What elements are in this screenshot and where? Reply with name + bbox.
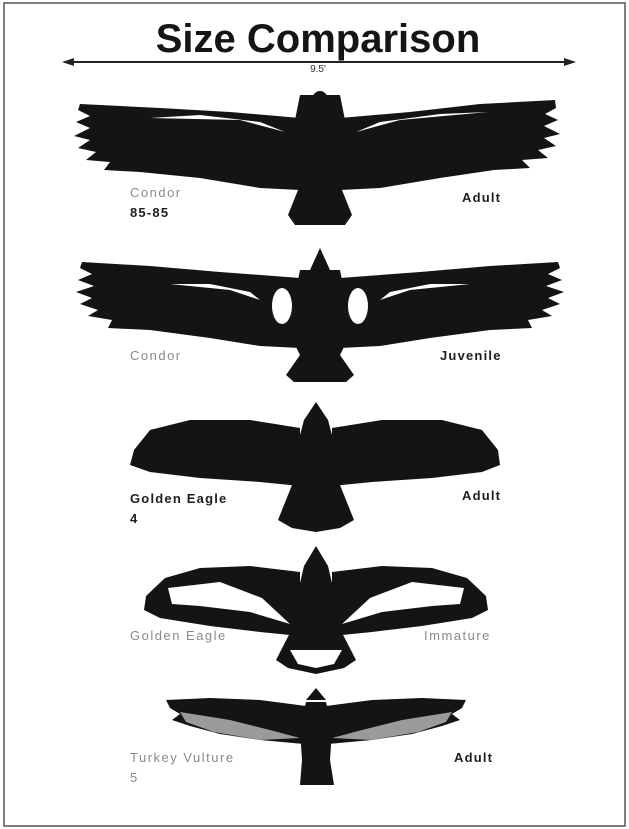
condor-adult-age: Adult	[462, 190, 501, 205]
condor-adult-number: 85-85	[130, 205, 169, 220]
figure-title: Size Comparison	[156, 17, 481, 61]
golden-eagle-adult-number: 4	[130, 511, 138, 526]
golden-eagle-immature-name: Golden Eagle	[130, 628, 227, 643]
condor-adult-name: Condor	[130, 185, 182, 200]
golden-eagle-adult-age: Adult	[462, 488, 501, 503]
golden-eagle-adult-name: Golden Eagle	[130, 491, 227, 506]
turkey-vulture-adult-number: 5	[130, 770, 139, 785]
turkey-vulture-adult-name: Turkey Vulture	[130, 750, 235, 765]
scale-label: 9.5'	[310, 64, 326, 75]
condor-juvenile-name: Condor	[130, 348, 182, 363]
turkey-vulture-adult-silhouette	[166, 688, 466, 785]
turkey-vulture-adult-age: Adult	[454, 750, 493, 765]
golden-eagle-immature-age: Immature	[424, 628, 491, 643]
golden-eagle-immature-silhouette	[144, 546, 488, 674]
condor-juvenile-age: Juvenile	[440, 348, 502, 363]
golden-eagle-adult-silhouette	[130, 402, 500, 532]
